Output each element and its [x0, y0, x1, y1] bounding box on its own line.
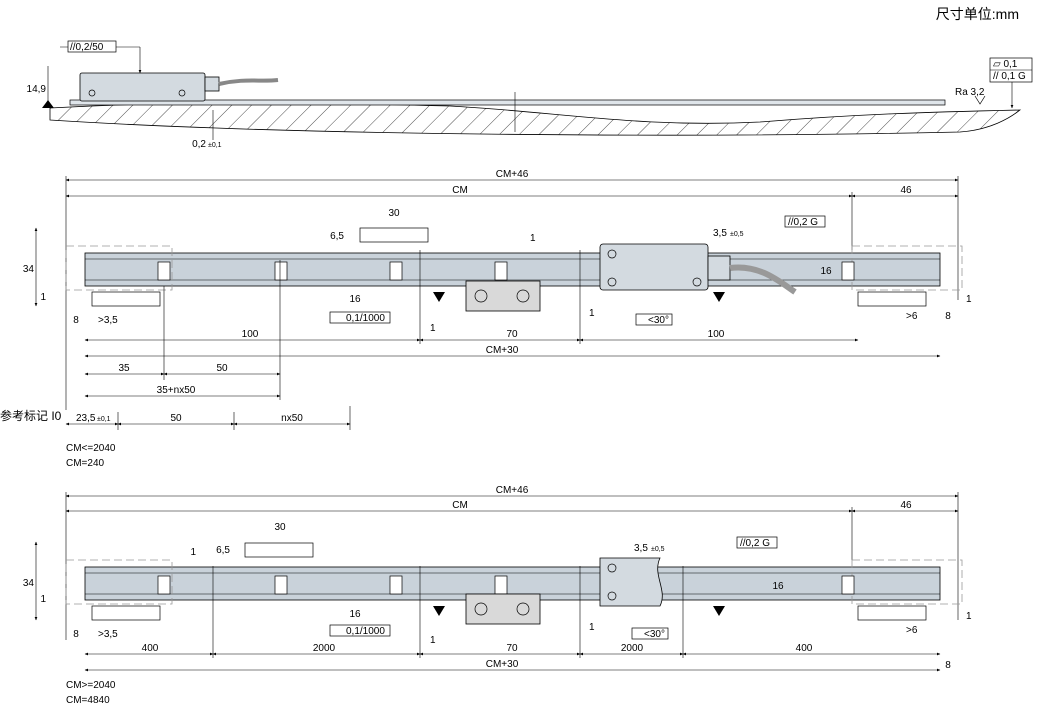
- v2-34: 34: [23, 578, 35, 589]
- v2-cond2: CM=4840: [66, 695, 110, 706]
- v1-3-5: 3,5: [713, 228, 727, 239]
- v1-6-5: 6,5: [330, 231, 344, 242]
- v2-46: 46: [900, 500, 912, 511]
- v1-1b: 1: [40, 292, 46, 303]
- spacer-markers-1: [157, 261, 855, 281]
- v2-400l: 400: [142, 643, 159, 654]
- roughness: Ra 3,2: [955, 87, 985, 98]
- v1-1c: 1: [966, 294, 972, 305]
- scale-body-1: [84, 252, 941, 287]
- v2-8r: 8: [945, 660, 951, 671]
- v1-35: 35: [118, 363, 130, 374]
- v2-cm: CM: [452, 500, 468, 511]
- v1-100r: 100: [708, 329, 725, 340]
- v2-2000b: 2000: [621, 643, 644, 654]
- v1-23-5: 23,5: [76, 413, 96, 424]
- v1-1e: 1: [589, 308, 595, 319]
- v2-2000a: 2000: [313, 643, 336, 654]
- v2-6-5: 6,5: [216, 545, 230, 556]
- ref-mark-label: 参考标记 I0: [0, 408, 62, 423]
- v2-30: 30: [274, 522, 286, 533]
- v1-cond1: CM<=2040: [66, 443, 116, 454]
- v1-1a: 1: [530, 233, 536, 244]
- v2-8l: 8: [73, 629, 79, 640]
- v2-angle: <30°: [644, 629, 665, 640]
- v1-23-5-tol: ±0,1: [97, 416, 111, 423]
- v1-70: 70: [506, 329, 518, 340]
- v1-cm30: CM+30: [486, 345, 519, 356]
- v1-cm46: CM+46: [496, 169, 529, 180]
- parallelism: // 0,1 G: [993, 71, 1026, 82]
- v2-flat-1000: 0,1/1000: [346, 626, 385, 637]
- v2-cm46: CM+46: [496, 485, 529, 496]
- v1-gt6: >6: [906, 311, 918, 322]
- v1-3-5-tol: ±0,5: [730, 231, 744, 238]
- v2-1a: 1: [190, 547, 196, 558]
- v1-16b: 16: [820, 266, 832, 277]
- v1-flat-1000: 0,1/1000: [346, 313, 385, 324]
- v1-8l: 8: [73, 315, 79, 326]
- v1-gt3-5: >3,5: [98, 315, 118, 326]
- gap-tolerance: ±0,1: [208, 142, 222, 149]
- v1-34: 34: [23, 264, 35, 275]
- v1-cm: CM: [452, 185, 468, 196]
- v1-8r: 8: [945, 311, 951, 322]
- v1-35n50: 35+nx50: [157, 385, 196, 396]
- v2-1c: 1: [430, 635, 436, 646]
- top-view-2: CM+46 CM 46 30 1 6,5 3,5 ±0,5 //0,2 G 34…: [23, 485, 972, 706]
- v2-1d: 1: [589, 622, 595, 633]
- gap-0-2: 0,2: [192, 139, 206, 150]
- clamp-block-2: [465, 593, 541, 625]
- v1-cond2: CM=240: [66, 458, 105, 469]
- scale-profile: [69, 99, 946, 106]
- v1-50b: 50: [170, 413, 182, 424]
- side-view: //0,2/50 14,9 0,2 ±0,1 Ra 3,2 ▱ 0,1 // 0…: [27, 40, 1033, 150]
- v2-16a: 16: [349, 609, 361, 620]
- height-14-9: 14,9: [27, 84, 47, 95]
- v1-angle: <30°: [648, 315, 669, 326]
- v2-3-5: 3,5: [634, 543, 648, 554]
- v2-70: 70: [506, 643, 518, 654]
- v2-1e: 1: [966, 611, 972, 622]
- clamp-block-1: [465, 280, 541, 312]
- cable-1: [729, 264, 797, 295]
- cable: [218, 78, 279, 86]
- reading-head-side: [79, 72, 206, 102]
- flatness: ▱ 0,1: [993, 59, 1018, 70]
- v1-par-g: //0,2 G: [788, 217, 818, 228]
- v2-1b: 1: [40, 594, 46, 605]
- v2-gt3-5: >3,5: [98, 629, 118, 640]
- v1-16a: 16: [349, 294, 361, 305]
- spacer-markers-2: [157, 575, 855, 595]
- v2-cm30: CM+30: [486, 659, 519, 670]
- v2-400r: 400: [796, 643, 813, 654]
- v1-100l: 100: [242, 329, 259, 340]
- v2-cond1: CM>=2040: [66, 680, 116, 691]
- unit-label: 尺寸单位:mm: [935, 6, 1019, 22]
- v1-30: 30: [388, 208, 400, 219]
- v2-3-5-tol: ±0,5: [651, 546, 665, 553]
- v2-gt6: >6: [906, 625, 918, 636]
- v2-16b: 16: [772, 581, 784, 592]
- mounting-surface: [49, 102, 1022, 136]
- top-view-1: CM+46 CM 46 30 6,5 1 3,5 ±0,5 //0,2 G 34…: [0, 169, 972, 469]
- v1-1d: 1: [430, 323, 436, 334]
- tolerance-frame: //0,2/50: [70, 42, 104, 53]
- v2-par-g: //0,2 G: [740, 538, 770, 549]
- v1-46: 46: [900, 185, 912, 196]
- v1-nx50: nx50: [281, 413, 303, 424]
- v1-50: 50: [216, 363, 228, 374]
